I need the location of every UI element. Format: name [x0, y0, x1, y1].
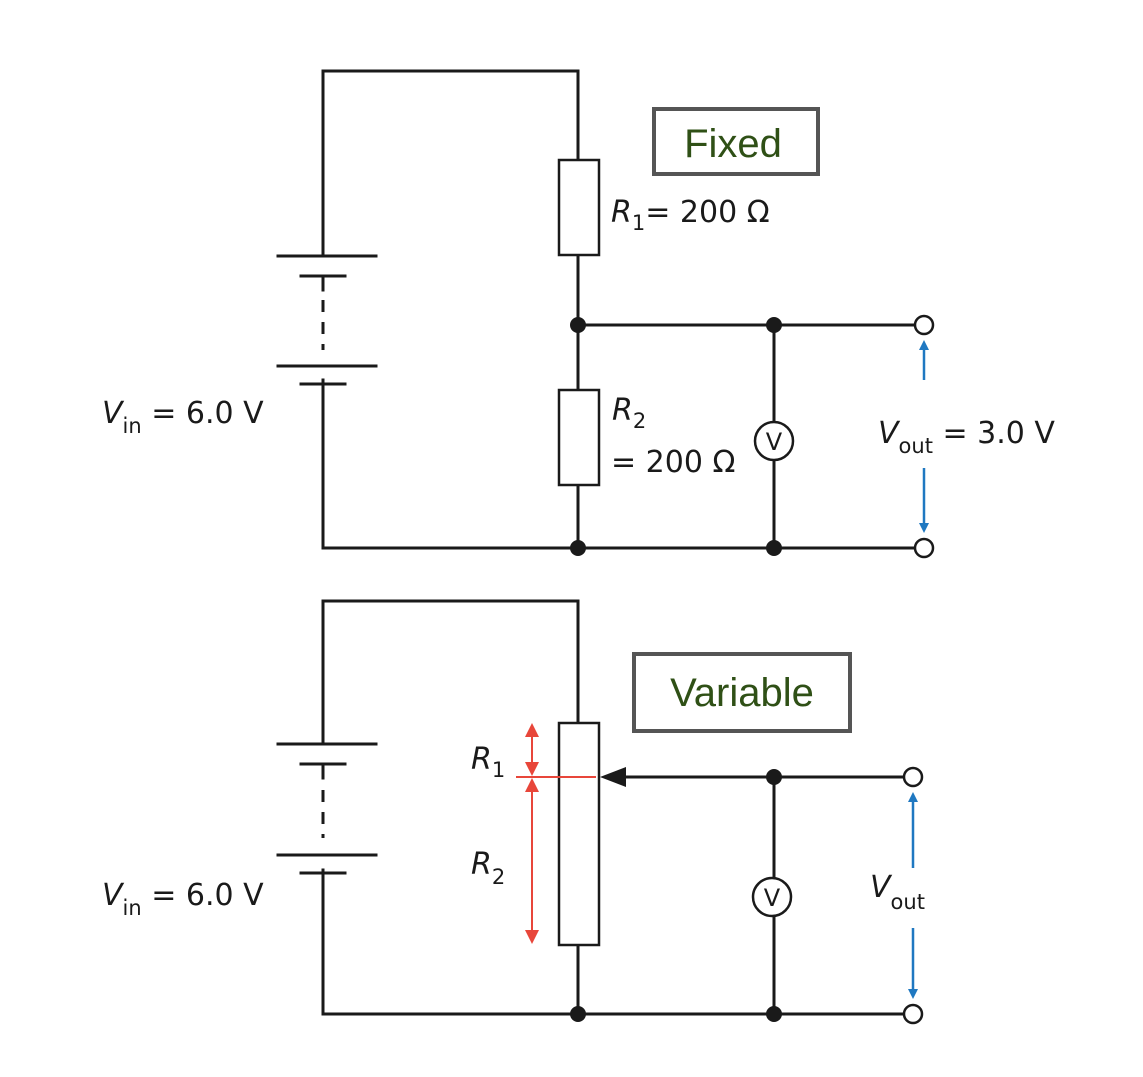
variable-wiper-arrow	[600, 767, 626, 787]
variable-vin-label: Vin = 6.0 V	[102, 878, 264, 920]
fixed-battery	[276, 254, 378, 386]
variable-r2-label: R2	[471, 847, 505, 889]
variable-resistance-markers	[516, 723, 596, 944]
fixed-output-terminal-bottom	[913, 537, 935, 559]
variable-r2-arrow-up	[525, 778, 539, 792]
fixed-r1-label: R1= 200 Ω	[611, 195, 770, 235]
fixed-voltmeter-label: V	[766, 428, 783, 456]
fixed-vout-label: Vout = 3.0 V	[878, 416, 1055, 458]
variable-node-wiper	[766, 769, 782, 785]
fixed-r2-value: = 200 Ω	[611, 445, 735, 480]
variable-r1-arrow-down	[525, 762, 539, 776]
variable-output-terminal-top	[902, 766, 924, 788]
variable-node-bottom-right	[766, 1006, 782, 1022]
variable-circuit: V R1 R2 Vin = 6.0 V Vout	[102, 599, 925, 1025]
variable-label-text: Variable	[670, 671, 814, 715]
variable-wire-top	[321, 599, 580, 745]
variable-wire-bottom	[321, 868, 580, 1016]
fixed-resistor-r2	[557, 388, 601, 487]
variable-r2-arrow-down	[525, 930, 539, 944]
variable-battery	[276, 742, 378, 875]
fixed-label-text: Fixed	[684, 122, 782, 166]
fixed-label-box: Fixed	[652, 107, 820, 176]
variable-potentiometer	[557, 721, 601, 947]
variable-voltmeter-label: V	[764, 884, 781, 912]
fixed-node-mid-left	[570, 317, 586, 333]
fixed-wire-bottom	[321, 378, 580, 550]
variable-vout-label: Vout	[870, 870, 925, 914]
fixed-circuit: V R1= 200 Ω R2 = 200 Ω Vin = 6.0 V Vout …	[102, 69, 1055, 559]
variable-label-box: Variable	[632, 652, 852, 733]
fixed-node-bottom-left	[570, 540, 586, 556]
variable-r1-label: R1	[471, 742, 505, 782]
variable-output-terminal-bottom	[902, 1003, 924, 1025]
fixed-output-terminal-top	[913, 314, 935, 336]
fixed-node-bottom-right	[766, 540, 782, 556]
fixed-wire-top	[321, 69, 580, 257]
fixed-resistor-r1	[557, 158, 601, 257]
fixed-r2-label: R2	[612, 393, 646, 433]
variable-node-bottom-left	[570, 1006, 586, 1022]
variable-r1-arrow-up	[525, 723, 539, 737]
variable-voltmeter: V	[751, 876, 793, 918]
fixed-voltmeter: V	[753, 420, 795, 462]
fixed-node-mid-right	[766, 317, 782, 333]
fixed-vin-label: Vin = 6.0 V	[102, 396, 264, 438]
